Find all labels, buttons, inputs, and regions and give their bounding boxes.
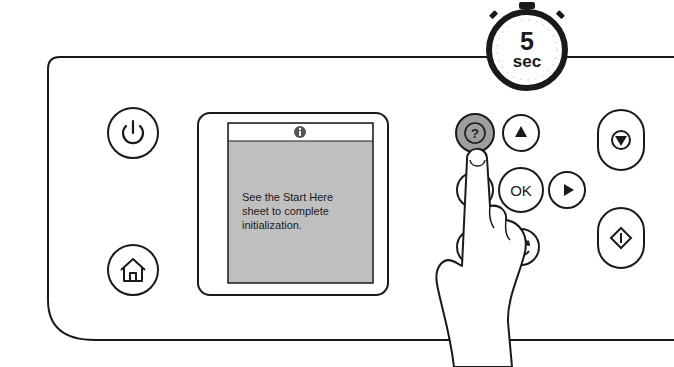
ok-button (499, 168, 543, 212)
start-button (598, 208, 644, 268)
right-button (549, 172, 585, 208)
power-button (108, 108, 158, 158)
ok-button-label: OK (501, 170, 541, 210)
screen-message: See the Start Here sheet to complete ini… (236, 148, 366, 276)
timer-readout-text: 5 (520, 30, 534, 54)
up-button (503, 115, 539, 151)
lcd-screen (198, 113, 388, 295)
timer-readout: 5sec (493, 18, 561, 82)
stop-button (598, 110, 644, 170)
screen-message-text: See the Start Here sheet to complete ini… (242, 191, 352, 232)
stopwatch-icon (489, 2, 565, 88)
help-button (456, 114, 494, 152)
ok-button-label-text: OK (510, 183, 532, 198)
help-button-label: ? (463, 121, 487, 145)
timer-readout-text: sec (513, 54, 541, 70)
home-button (108, 245, 158, 295)
panel-housing (48, 57, 674, 340)
help-button-label-text: ? (471, 127, 479, 140)
